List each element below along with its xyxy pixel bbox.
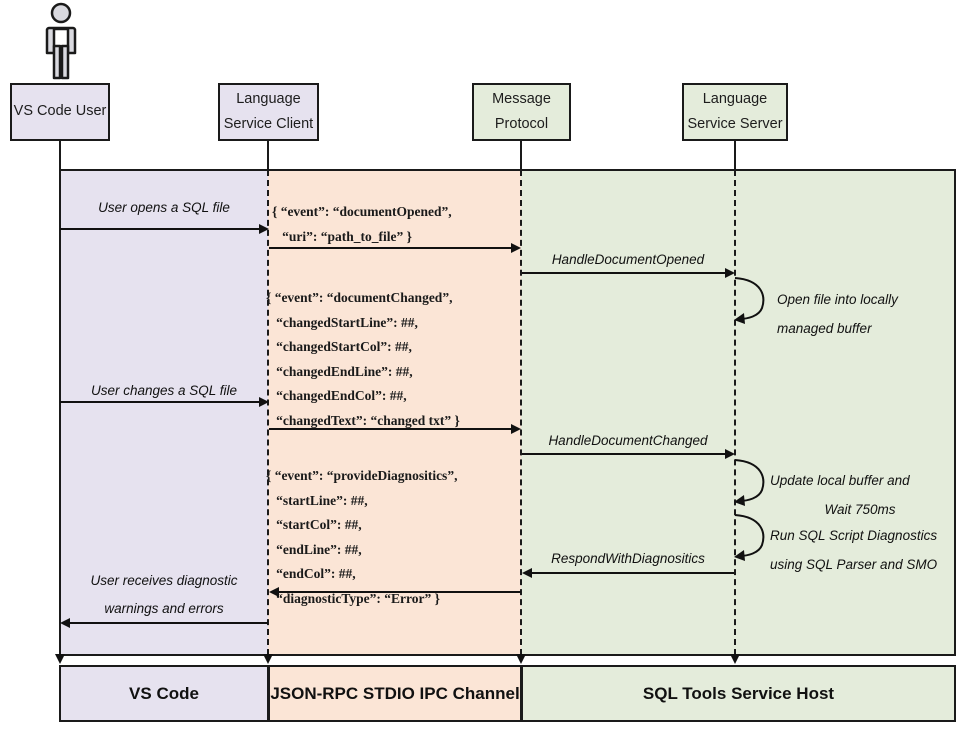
lifeline-label-line2: Service Client — [223, 116, 314, 132]
message-label-user-receives-line1: User receives diagnostic — [90, 573, 238, 588]
message-arrow-document-opened — [269, 247, 512, 249]
message-arrow-diagnostics-to-client — [278, 591, 521, 593]
message-arrow-user-opens — [60, 228, 260, 230]
arrowhead-terminator-language-service-client — [263, 654, 273, 664]
message-label-user-changes: User changes a SQL file — [90, 383, 238, 398]
lifeline-label-line1: Language — [236, 90, 301, 107]
lifeline-language-service-client — [267, 170, 269, 655]
note-open-file: Open file into locally managed buffer — [777, 285, 898, 343]
arrowhead-user-opens — [259, 224, 269, 234]
note-run-diagnostics: Run SQL Script Diagnostics using SQL Par… — [770, 521, 937, 579]
arrowhead-document-opened — [511, 243, 521, 253]
footer-ipc-channel[interactable]: JSON-RPC STDIO IPC Channel — [268, 665, 522, 722]
self-loop-open-file — [732, 274, 780, 331]
band-ipc-channel — [268, 170, 521, 655]
lifeline-header-vscode-user[interactable]: VS Code User — [10, 83, 110, 141]
lifeline-label-line1: Message — [492, 90, 551, 107]
message-label-respond-with-diagnostics: RespondWithDiagnositics — [551, 551, 705, 566]
message-label-user-receives-line2: warnings and errors — [104, 601, 224, 616]
payload-provide-diagnostics: { “event”: “provideDiagnositics”, “start… — [266, 468, 458, 606]
message-arrow-user-receives — [69, 622, 268, 624]
message-arrow-user-changes — [60, 401, 260, 403]
lifeline-label-line2: Protocol — [494, 116, 549, 132]
arrowhead-user-receives — [60, 618, 70, 628]
arrowhead-user-changes — [259, 397, 269, 407]
lifeline-header-language-service-client[interactable]: Language Service Client — [218, 83, 319, 141]
note-line1: Update local buffer and — [770, 473, 910, 488]
lifeline-stub-vscode-user — [59, 141, 61, 172]
lifeline-label-line1: Language — [702, 90, 768, 107]
lifeline-header-language-service-server[interactable]: Language Service Server — [682, 83, 788, 141]
payload-document-changed: { “event”: “documentChanged”, “changedSt… — [266, 290, 460, 428]
lifeline-stub-language-service-client — [267, 141, 269, 172]
lifeline-message-protocol — [520, 170, 522, 655]
message-arrow-handle-document-changed — [522, 453, 726, 455]
band-vscode — [60, 170, 268, 655]
arrowhead-handle-document-changed — [725, 449, 735, 459]
note-line1: Run SQL Script Diagnostics — [770, 528, 938, 543]
message-label-handle-document-changed: HandleDocumentChanged — [548, 433, 708, 448]
lifeline-language-service-server — [734, 170, 736, 655]
message-label-user-opens: User opens a SQL file — [98, 200, 230, 215]
message-arrow-handle-document-opened — [522, 272, 726, 274]
band-service-host — [521, 170, 955, 655]
footer-vs-code[interactable]: VS Code — [59, 665, 269, 722]
footer-label: VS Code — [129, 683, 199, 703]
arrowhead-terminator-language-service-server — [730, 654, 740, 664]
arrowhead-terminator-message-protocol — [516, 654, 526, 664]
lifeline-label-line1: VS Code User — [13, 103, 107, 120]
arrowhead-respond-with-diagnostics — [522, 568, 532, 578]
message-arrow-respond-with-diagnostics — [531, 572, 734, 574]
arrowhead-handle-document-opened — [725, 268, 735, 278]
footer-label: JSON-RPC STDIO IPC Channel — [270, 683, 520, 703]
note-line2: using SQL Parser and SMO — [770, 557, 938, 572]
lifeline-label-line2: Service Server — [687, 116, 783, 132]
lifeline-vscode-user — [59, 170, 61, 655]
stick-figure-actor-icon — [35, 2, 87, 82]
lifeline-stub-language-service-server — [734, 141, 736, 172]
lifeline-header-message-protocol[interactable]: Message Protocol — [472, 83, 571, 141]
payload-document-opened: { “event”: “documentOpened”, “uri”: “pat… — [272, 204, 452, 244]
message-arrow-document-changed — [269, 428, 512, 430]
note-update-buffer: Update local buffer and Wait 750ms — [770, 466, 950, 524]
footer-service-host[interactable]: SQL Tools Service Host — [521, 665, 956, 722]
message-label-handle-document-opened: HandleDocumentOpened — [551, 252, 705, 267]
note-line2: managed buffer — [777, 321, 872, 336]
self-loop-update-buffer — [732, 456, 780, 513]
arrowhead-diagnostics-to-client — [269, 587, 279, 597]
note-line1: Open file into locally — [777, 292, 898, 307]
arrowhead-document-changed — [511, 424, 521, 434]
arrowhead-terminator-vscode-user — [55, 654, 65, 664]
self-loop-run-diagnostics — [732, 511, 780, 568]
footer-label: SQL Tools Service Host — [642, 683, 835, 703]
note-line2: Wait 750ms — [824, 502, 896, 517]
lifeline-stub-message-protocol — [520, 141, 522, 172]
